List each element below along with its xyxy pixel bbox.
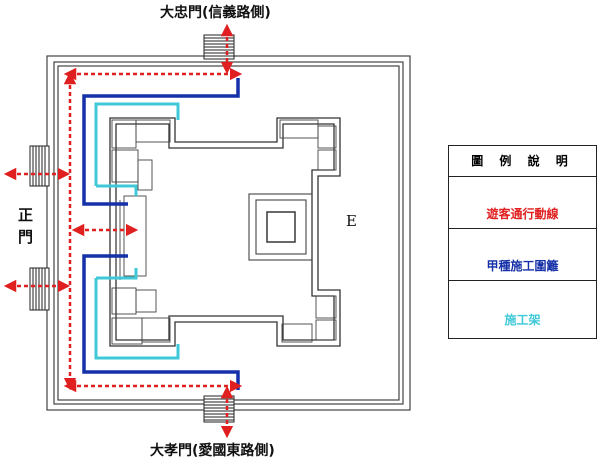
- legend-title: 圖 例 說 明: [471, 154, 574, 168]
- legend-row-fence: 甲種施工圍籬: [449, 228, 596, 279]
- north-stairs: [203, 34, 235, 60]
- legend-row-scaffold: 施工架: [449, 280, 596, 337]
- south-gate-label: 大孝門(愛國東路側): [150, 443, 275, 459]
- north-gate-label: 大忠門(信義路側): [160, 5, 271, 21]
- visitor-routes: [3, 23, 243, 439]
- south-stairs: [203, 395, 235, 423]
- legend: 圖 例 說 明 遊客通行動線 甲種施工圍籬 施工架: [448, 145, 597, 339]
- west-rooms: [111, 119, 171, 345]
- central-hall: [248, 193, 313, 261]
- legend-scaffold-label: 施工架: [504, 313, 541, 327]
- fence-lines: [82, 78, 240, 390]
- legend-fence-label: 甲種施工圍籬: [486, 259, 559, 273]
- west-stairs-lower: [29, 267, 50, 311]
- legend-route-label: 遊客通行動線: [486, 207, 559, 221]
- east-mark-label: E: [346, 212, 357, 230]
- main-gate-label: 正門: [18, 206, 34, 246]
- scaffold-lines: [94, 102, 180, 360]
- west-stairs-upper: [29, 145, 50, 187]
- main-building: [109, 117, 341, 347]
- east-rooms: [279, 119, 337, 343]
- legend-row-route: 遊客通行動線: [449, 176, 596, 227]
